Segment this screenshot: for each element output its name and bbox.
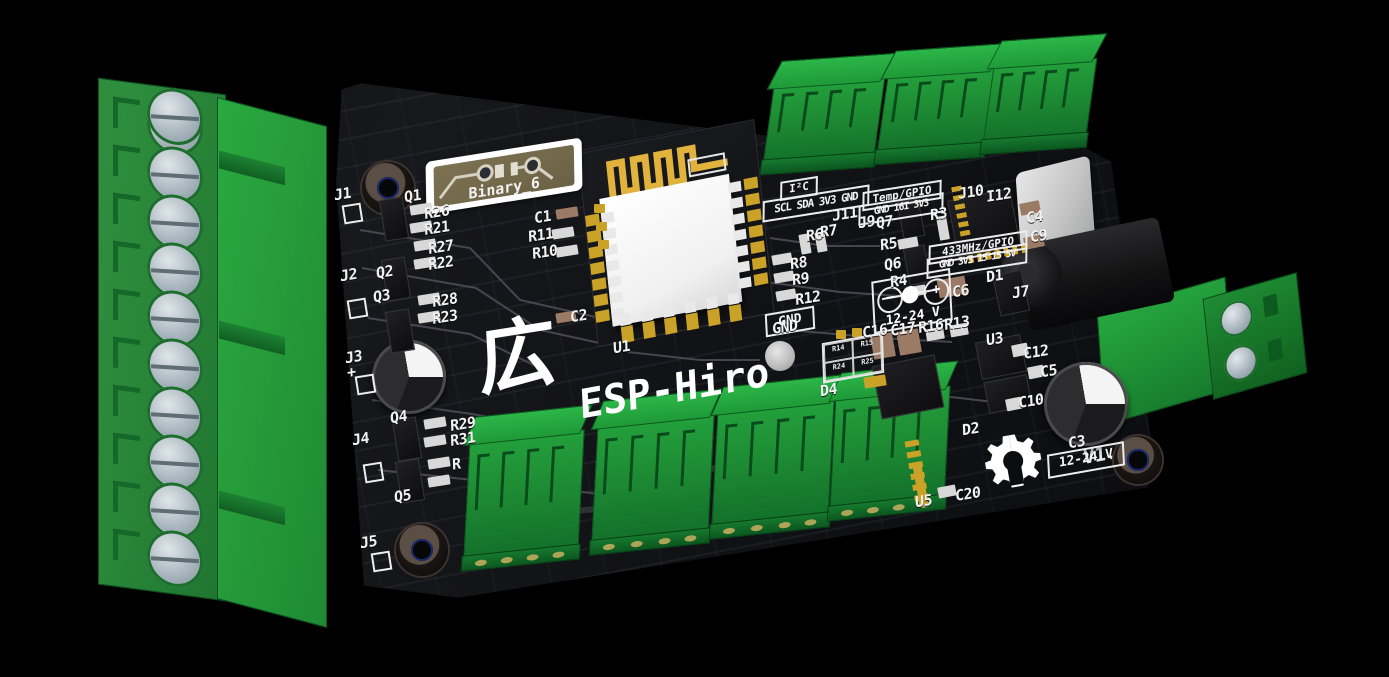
fiducial-mark	[370, 550, 393, 573]
terminal-clamp	[113, 336, 140, 372]
esp12-wifi-module	[577, 118, 775, 348]
terminal-screw[interactable]	[1222, 341, 1260, 385]
terminal-block-top-3[interactable]	[978, 33, 1108, 156]
terminal-clamp	[113, 144, 140, 180]
logo-circuit-icon	[438, 156, 554, 200]
terminal-clamp	[113, 240, 140, 276]
silk-designator: C6	[951, 280, 970, 302]
silk-designator: J7	[1011, 281, 1030, 303]
silk-designator: R3	[929, 203, 948, 225]
silk-designator: D2	[961, 418, 980, 440]
gear-logo-icon	[981, 428, 1046, 493]
electrolytic-capacitor-c1	[372, 340, 446, 414]
silk-designator: U1	[612, 336, 631, 358]
fiducial-mark	[346, 297, 369, 320]
silk-designator: Q2	[375, 261, 394, 283]
resgrid-cell: R24	[824, 358, 854, 382]
fiducial-mark	[362, 461, 385, 484]
silk-designator: Q5	[393, 485, 412, 507]
silk-designator: +	[346, 362, 356, 382]
silk-designator: C2	[569, 305, 588, 327]
terminal-screw[interactable]	[1218, 296, 1255, 341]
terminal-clamp	[113, 432, 140, 468]
silk-designator: C3	[1067, 431, 1086, 453]
terminal-clamp	[1262, 293, 1279, 318]
silk-designator: Q4	[389, 406, 408, 428]
terminal-clamp	[113, 192, 140, 228]
silk-designator: Q3	[372, 285, 391, 307]
silk-designator: D1	[985, 265, 1004, 287]
terminal-clamp	[113, 96, 140, 132]
silk-designator: J1	[333, 183, 352, 205]
kanji-logo: 広	[476, 305, 558, 409]
silk-designator: C9	[1029, 225, 1048, 247]
resgrid-cell: R25	[853, 352, 883, 377]
silk-designator: J4	[351, 428, 370, 450]
silk-designator: C5	[1039, 360, 1058, 382]
terminal-block-bottom-2[interactable]	[588, 388, 723, 557]
gnd-test-point-pad[interactable]	[765, 341, 795, 371]
terminal-clamp	[113, 384, 140, 420]
silk-designator: R7	[819, 220, 838, 242]
terminal-block-top-1[interactable]	[758, 52, 896, 176]
silk-designator: R5	[879, 233, 898, 255]
silk-designator: U3	[985, 328, 1004, 350]
silk-designator: J2	[339, 264, 358, 286]
silk-designator: R	[451, 454, 461, 474]
terminal-clamp	[1267, 337, 1284, 362]
pcb-antenna-icon	[605, 144, 728, 203]
silk-designator: J5	[359, 531, 378, 553]
silk-designator: D4	[819, 379, 838, 401]
binary6-logo-plate: Binary_6	[425, 137, 583, 215]
silk-designator: R9	[791, 268, 810, 290]
terminal-clamp	[113, 480, 140, 516]
temp-header-ref: J9	[857, 211, 876, 233]
terminal-block-top-2[interactable]	[872, 42, 1006, 166]
silk-designator: C4	[1025, 206, 1044, 228]
silk-designator: Q7	[875, 211, 894, 233]
terminal-clamp	[113, 288, 140, 324]
mounting-hole-bottom-right	[1114, 436, 1162, 484]
fiducial-mark	[341, 202, 364, 225]
terminal-block-bottom-3[interactable]	[708, 374, 843, 541]
terminal-block-bottom-1[interactable]	[460, 404, 593, 573]
silk-designator: R4	[889, 270, 908, 292]
terminal-clamp	[113, 528, 140, 564]
fiducial-mark	[354, 373, 377, 396]
esp-rf-shield	[599, 173, 743, 327]
terminal-screw[interactable]	[147, 527, 203, 591]
electrolytic-capacitor-c3	[1044, 362, 1128, 446]
mounting-hole-bottom-left	[396, 524, 448, 576]
silk-designator: Q1	[403, 185, 422, 207]
silk-designator: U5	[914, 490, 933, 512]
logo-plate-inner	[433, 144, 575, 208]
terminal-block-left-10pos[interactable]	[98, 77, 327, 628]
